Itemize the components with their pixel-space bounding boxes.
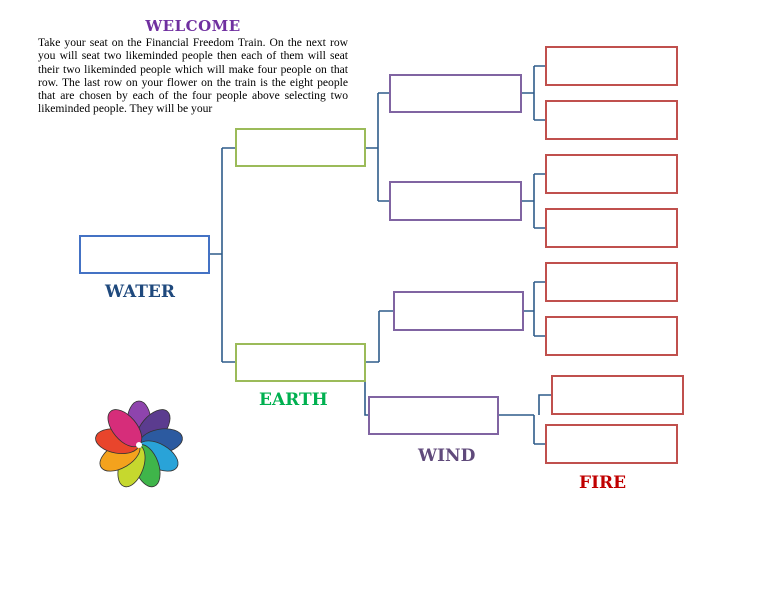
fire-slot-5[interactable]: [545, 262, 678, 302]
fire-slot-4[interactable]: [545, 208, 678, 248]
wind-slot-3[interactable]: [393, 291, 524, 331]
welcome-text: Take your seat on the Financial Freedom …: [38, 36, 348, 116]
fire-slot-8[interactable]: [545, 424, 678, 464]
wind-slot-4[interactable]: [368, 396, 499, 435]
wind-slot-2[interactable]: [389, 181, 522, 221]
fire-slot-3[interactable]: [545, 154, 678, 194]
earth-slot-2[interactable]: [235, 343, 366, 382]
water-slot[interactable]: [79, 235, 210, 274]
fire-slot-2[interactable]: [545, 100, 678, 140]
connector-wind1-fire: [521, 65, 546, 121]
fire-slot-7[interactable]: [551, 375, 684, 415]
fire-slot-6[interactable]: [545, 316, 678, 356]
connector-earth2-wind: [364, 310, 394, 416]
welcome-title: WELCOME: [145, 17, 241, 35]
connector-water-earth: [209, 147, 236, 363]
fire-label: FIRE: [579, 473, 627, 493]
connector-wind4-fire: [499, 394, 552, 445]
wind-slot-1[interactable]: [389, 74, 522, 113]
wind-label: WIND: [418, 446, 476, 466]
connector-earth1-wind: [365, 92, 390, 202]
fire-slot-1[interactable]: [545, 46, 678, 86]
pinwheel-flower-icon: [95, 400, 183, 488]
earth-label: EARTH: [259, 390, 328, 410]
water-label: WATER: [105, 282, 176, 302]
connector-wind2-fire: [521, 173, 546, 229]
earth-slot-1[interactable]: [235, 128, 366, 167]
connector-wind3-fire: [523, 281, 546, 337]
